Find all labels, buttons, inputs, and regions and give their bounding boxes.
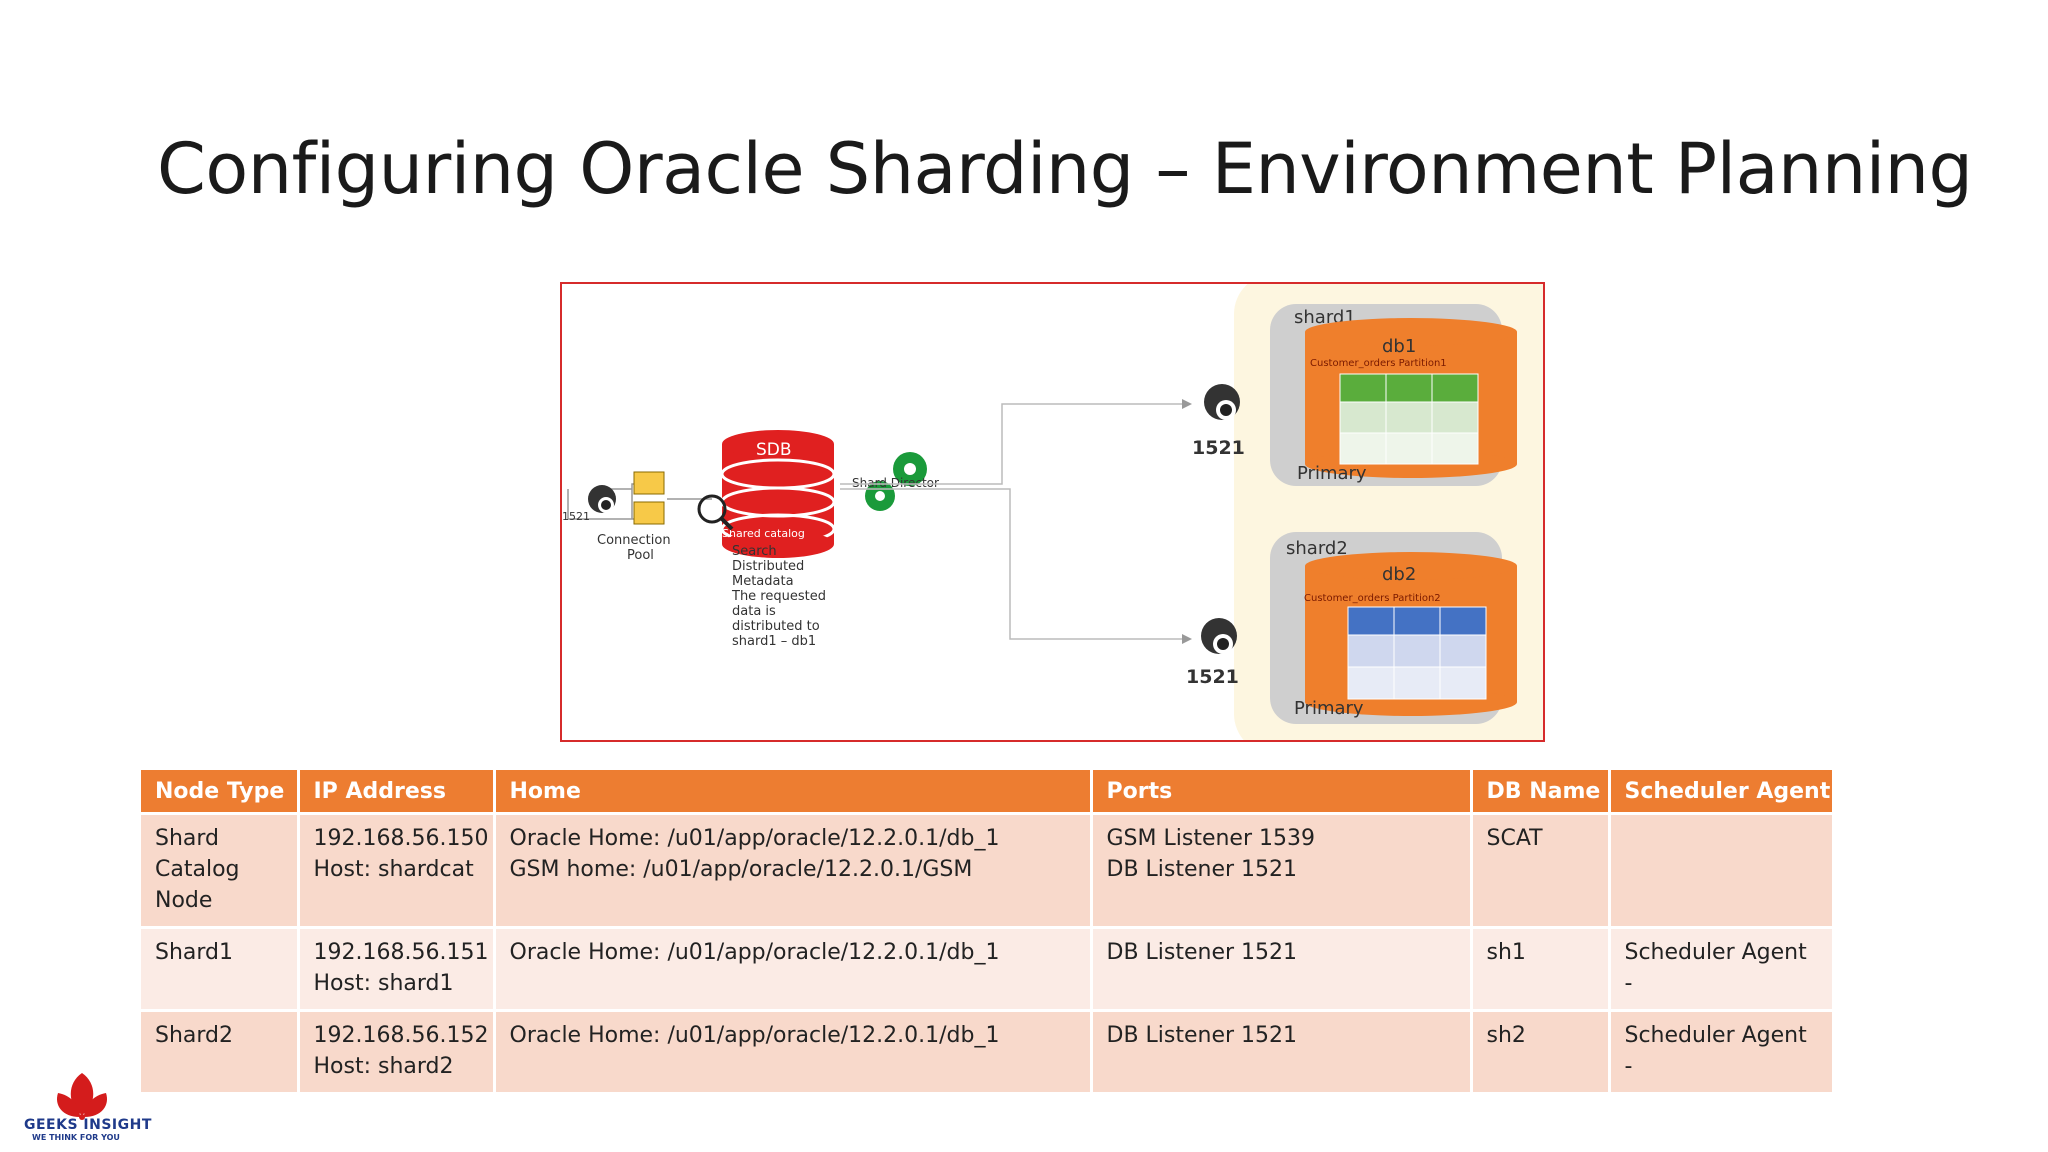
sdb-label: SDB xyxy=(756,440,792,460)
bottom-port-label: 1521 xyxy=(1186,666,1239,688)
cell-line: Node xyxy=(155,888,213,913)
cell-db-name: SCAT xyxy=(1471,813,1611,929)
cell-scheduler: Scheduler Agent - xyxy=(1609,1010,1835,1095)
shared-catalog-label: Shared catalog xyxy=(722,527,805,540)
cell-line: DB Listener 1521 xyxy=(1106,940,1298,965)
table-row: Shard2 192.168.56.152 Host: shard2 Oracl… xyxy=(141,1010,1835,1095)
header-ip-address: IP Address xyxy=(298,770,496,815)
arrow-bottom xyxy=(1182,634,1192,644)
header-node-type: Node Type xyxy=(141,770,300,815)
cell-line: Host: shard1 xyxy=(313,971,454,996)
cell-line: Host: shard2 xyxy=(313,1054,454,1079)
cell-line: GSM Listener 1539 xyxy=(1106,826,1315,851)
headset-icon xyxy=(588,485,616,513)
cell-line: Shard xyxy=(155,826,220,851)
cell-node-type: Shard2 xyxy=(141,1010,300,1095)
search-text-3: Metadata xyxy=(732,574,794,589)
cell-line: DB Listener 1521 xyxy=(1106,857,1298,882)
shard1-db-label: db1 xyxy=(1382,336,1416,357)
cell-node-type: Shard Catalog Node xyxy=(141,813,300,929)
cell-db-name: sh2 xyxy=(1471,1010,1611,1095)
cell-line: Shard1 xyxy=(155,940,234,965)
route-to-shard2 xyxy=(840,488,1182,640)
cell-line: GSM home: /u01/app/oracle/12.2.0.1/GSM xyxy=(509,857,973,882)
shard1-role-label: Primary xyxy=(1297,463,1367,484)
shard2-db-label: db2 xyxy=(1382,564,1416,585)
header-home: Home xyxy=(494,770,1093,815)
cell-db-name: sh1 xyxy=(1471,927,1611,1012)
cell-scheduler: Scheduler Agent - xyxy=(1609,927,1835,1012)
logo-tagline: WE THINK FOR YOU xyxy=(32,1133,120,1142)
search-text-5: data is xyxy=(732,604,776,619)
table-row: Shard1 192.168.56.151 Host: shard1 Oracl… xyxy=(141,927,1835,1012)
cell-line: Oracle Home: /u01/app/oracle/12.2.0.1/db… xyxy=(509,940,1000,965)
slide-title: Configuring Oracle Sharding – Environmen… xyxy=(157,128,1973,210)
shard1-partition-label: Customer_orders Partition1 xyxy=(1310,358,1447,369)
partition2-grid xyxy=(1347,606,1487,700)
shard2-role-label: Primary xyxy=(1294,698,1364,719)
headset-icon-top xyxy=(1204,384,1240,420)
sdb-database-icon xyxy=(720,430,836,558)
diagram-canvas: 1521 Connection Pool SDB Shared catalog … xyxy=(562,284,1543,740)
pool-box-1 xyxy=(633,471,665,495)
cell-ports: GSM Listener 1539 DB Listener 1521 xyxy=(1091,813,1473,929)
pool-box-2 xyxy=(633,501,665,525)
search-text-2: Distributed xyxy=(732,559,804,574)
cell-line: 192.168.56.152 xyxy=(313,1023,489,1048)
top-port-label: 1521 xyxy=(1192,437,1245,459)
cell-line: Oracle Home: /u01/app/oracle/12.2.0.1/db… xyxy=(509,826,1000,851)
cell-ports: DB Listener 1521 xyxy=(1091,1010,1473,1095)
headset-icon-bottom xyxy=(1201,618,1237,654)
cell-line: 192.168.56.150 xyxy=(313,826,489,851)
sharding-architecture-diagram: 1521 Connection Pool SDB Shared catalog … xyxy=(560,282,1545,742)
header-scheduler-agent: Scheduler Agent xyxy=(1609,770,1835,815)
shard2-partition-label: Customer_orders Partition2 xyxy=(1304,593,1441,604)
cell-line: DB Listener 1521 xyxy=(1106,1023,1298,1048)
header-db-name: DB Name xyxy=(1471,770,1611,815)
cell-home: Oracle Home: /u01/app/oracle/12.2.0.1/db… xyxy=(494,1010,1093,1095)
header-ports: Ports xyxy=(1091,770,1473,815)
logo-name: GEEKS INSIGHT xyxy=(24,1117,152,1133)
cell-line: Oracle Home: /u01/app/oracle/12.2.0.1/db… xyxy=(509,1023,1000,1048)
search-text-6: distributed to xyxy=(732,619,820,634)
geeks-insight-logo xyxy=(56,1073,108,1120)
lotus-icon xyxy=(56,1073,108,1120)
cell-scheduler xyxy=(1609,813,1835,929)
search-text-4: The requested xyxy=(731,589,826,604)
search-text-7: shard1 – db1 xyxy=(732,634,816,649)
cell-ip: 192.168.56.150 Host: shardcat xyxy=(298,813,496,929)
cell-node-type: Shard1 xyxy=(141,927,300,1012)
connection-pool-label-1: Connection xyxy=(597,533,671,548)
cell-line: 192.168.56.151 xyxy=(313,940,489,965)
route-to-shard1 xyxy=(840,403,1182,485)
shard-director-label: Shard Director xyxy=(852,476,939,490)
search-text-1: Search xyxy=(732,544,777,559)
cell-home: Oracle Home: /u01/app/oracle/12.2.0.1/db… xyxy=(494,927,1093,1012)
cell-line: Host: shardcat xyxy=(313,857,474,882)
table-header-row: Node Type IP Address Home Ports DB Name … xyxy=(141,770,1835,815)
environment-table: Node Type IP Address Home Ports DB Name … xyxy=(141,770,1835,1095)
cell-ports: DB Listener 1521 xyxy=(1091,927,1473,1012)
connection-pool-label-2: Pool xyxy=(627,548,654,563)
cell-line: Catalog xyxy=(155,857,240,882)
cell-home: Oracle Home: /u01/app/oracle/12.2.0.1/db… xyxy=(494,813,1093,929)
left-port-label: 1521 xyxy=(562,510,590,523)
cell-ip: 192.168.56.151 Host: shard1 xyxy=(298,927,496,1012)
magnifier-icon xyxy=(697,494,734,531)
shard2-label: shard2 xyxy=(1286,538,1348,559)
cell-line: Shard2 xyxy=(155,1023,234,1048)
partition1-grid xyxy=(1339,373,1479,465)
arrow-top xyxy=(1182,399,1192,409)
cell-ip: 192.168.56.152 Host: shard2 xyxy=(298,1010,496,1095)
table-row: Shard Catalog Node 192.168.56.150 Host: … xyxy=(141,813,1835,929)
